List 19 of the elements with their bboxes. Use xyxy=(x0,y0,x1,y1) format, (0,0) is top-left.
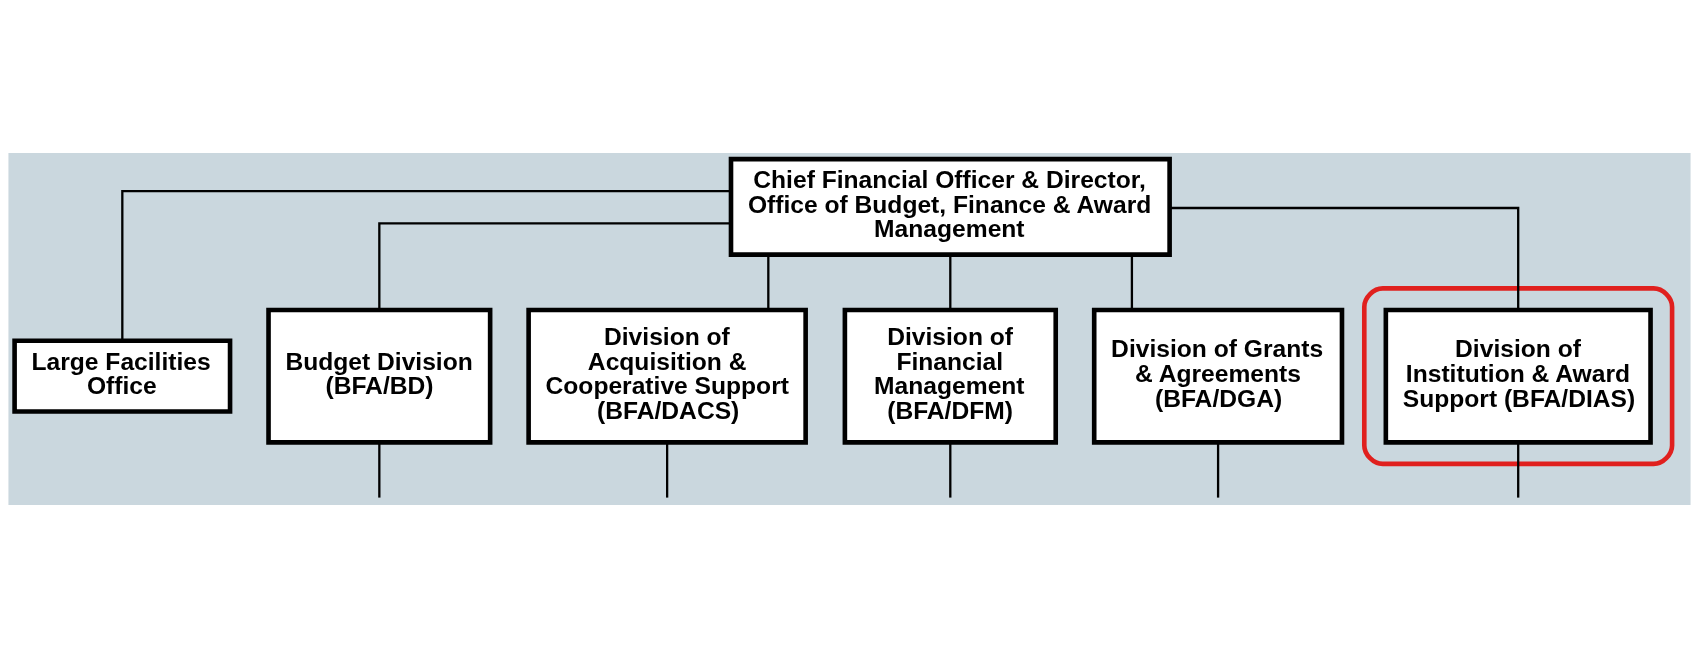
node-box: Division of Grants & Agreements (BFA/DGA) xyxy=(1091,307,1345,445)
node-box: Division of Acquisition & Cooperative Support (BFA/DACS) xyxy=(526,307,808,445)
connector xyxy=(767,254,770,310)
cluster xyxy=(1362,286,1675,467)
connector xyxy=(949,254,952,310)
node-box: Division of Institution & Award Support (BFA/DIAS) xyxy=(1383,307,1653,445)
connector xyxy=(1169,206,1520,310)
connector xyxy=(665,442,669,498)
connector xyxy=(1517,442,1520,498)
connector xyxy=(949,442,952,498)
connector xyxy=(378,442,381,498)
connector xyxy=(1216,442,1220,498)
connector xyxy=(121,189,731,341)
node-box: Large Facilities Office xyxy=(12,338,233,414)
connector xyxy=(1130,254,1134,310)
node-box: Budget Division (BFA/BD) xyxy=(266,307,493,445)
node-box: Division of Financial Management (BFA/DFM) xyxy=(842,307,1059,445)
node-box: Chief Financial Officer & Director, Office of Budget, Finance & Award Management xyxy=(728,156,1172,257)
connector xyxy=(378,222,731,310)
